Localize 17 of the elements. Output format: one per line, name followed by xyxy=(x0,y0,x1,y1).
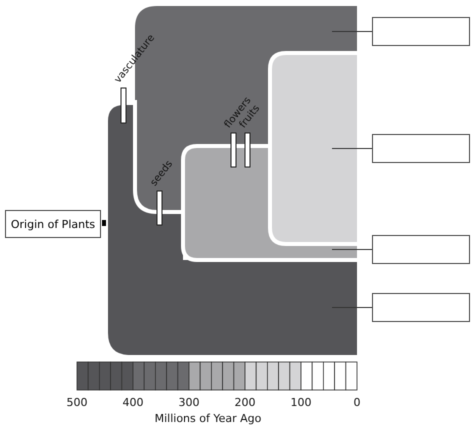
axis-title: Millions of Year Ago xyxy=(154,412,262,425)
tick-label: 500 xyxy=(66,396,88,409)
origin-label-box: Origin of Plants xyxy=(5,210,101,238)
answer-box xyxy=(372,134,470,163)
leader-line xyxy=(332,148,372,149)
leader-line xyxy=(332,307,372,308)
tick-label: 200 xyxy=(234,396,256,409)
clade-region xyxy=(270,53,357,244)
tick-label: 100 xyxy=(290,396,312,409)
tick-label: 400 xyxy=(122,396,144,409)
leader-line xyxy=(332,249,372,250)
tick-label: 0 xyxy=(354,396,360,409)
answer-box xyxy=(372,293,470,322)
answer-box xyxy=(372,17,470,46)
leader-line xyxy=(332,31,372,32)
answer-box xyxy=(372,235,470,264)
tick-label: 300 xyxy=(178,396,200,409)
